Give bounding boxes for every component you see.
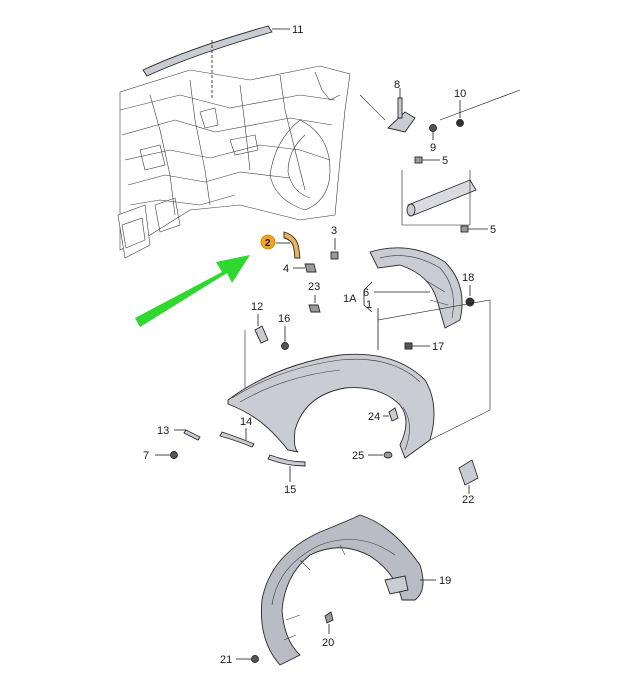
callout-1a: 1A <box>343 293 357 305</box>
callout-7: 7 <box>143 450 149 462</box>
callout-18: 18 <box>462 272 474 284</box>
part-7-bolt <box>155 451 178 459</box>
part-4-clip <box>293 263 317 273</box>
part-18-nut <box>465 285 475 307</box>
part-3-clip <box>330 238 339 260</box>
part-20-clip <box>324 611 334 634</box>
part-11-seal-strip <box>142 25 290 100</box>
callout-21: 21 <box>220 654 232 666</box>
part-5-clip-lower <box>460 225 488 233</box>
part-23-clip <box>308 295 321 313</box>
part-14-strip <box>219 428 255 448</box>
part-8-hinge-bracket <box>387 88 416 133</box>
callout-24: 24 <box>368 411 380 423</box>
callout-20: 20 <box>322 637 334 649</box>
part-15-strip <box>267 454 306 482</box>
callout-4: 4 <box>283 263 289 275</box>
callout-9: 9 <box>430 142 436 154</box>
callout-1: 1 <box>366 299 372 311</box>
callout-13: 13 <box>157 425 169 437</box>
callout-17: 17 <box>432 341 444 353</box>
part-2-bracket <box>276 231 301 259</box>
callout-10: 10 <box>454 88 466 100</box>
part-17-screw <box>404 342 430 350</box>
green-arrow <box>135 255 250 327</box>
part-25-plug <box>368 451 393 459</box>
part-12-trim <box>254 314 269 344</box>
callout-5-upper: 5 <box>442 155 448 167</box>
callout-19: 19 <box>439 575 451 587</box>
callout-23: 23 <box>308 281 320 293</box>
callout-3: 3 <box>331 225 337 237</box>
part-22-cover <box>458 459 479 494</box>
part-6-inner-liner <box>369 247 463 329</box>
callout-8: 8 <box>394 79 400 91</box>
part-9-bolt <box>429 124 437 140</box>
callout-22: 22 <box>462 494 474 506</box>
callout-25: 25 <box>352 450 364 462</box>
part-16-bolt <box>281 326 289 350</box>
callout-2: 2 <box>265 238 271 249</box>
trim-strip-rod <box>401 170 477 226</box>
highlight-marker-2[interactable] <box>260 234 276 250</box>
part-21-screw <box>236 655 259 663</box>
body-frame-sketch <box>117 65 351 259</box>
callout-16: 16 <box>278 313 290 325</box>
callout-6: 6 <box>363 287 369 299</box>
part-19-wheel-liner <box>260 514 436 666</box>
part-13-strip <box>174 429 201 441</box>
callout-15: 15 <box>284 484 296 496</box>
part-24-grommet <box>383 407 399 422</box>
callout-12: 12 <box>251 301 263 313</box>
part-10-nut <box>456 100 464 127</box>
callout-5-lower: 5 <box>490 224 496 236</box>
callout-11: 11 <box>292 24 303 36</box>
part-5-clip-upper <box>414 156 440 164</box>
callout-14: 14 <box>240 416 252 428</box>
part-1-fender <box>227 353 435 459</box>
